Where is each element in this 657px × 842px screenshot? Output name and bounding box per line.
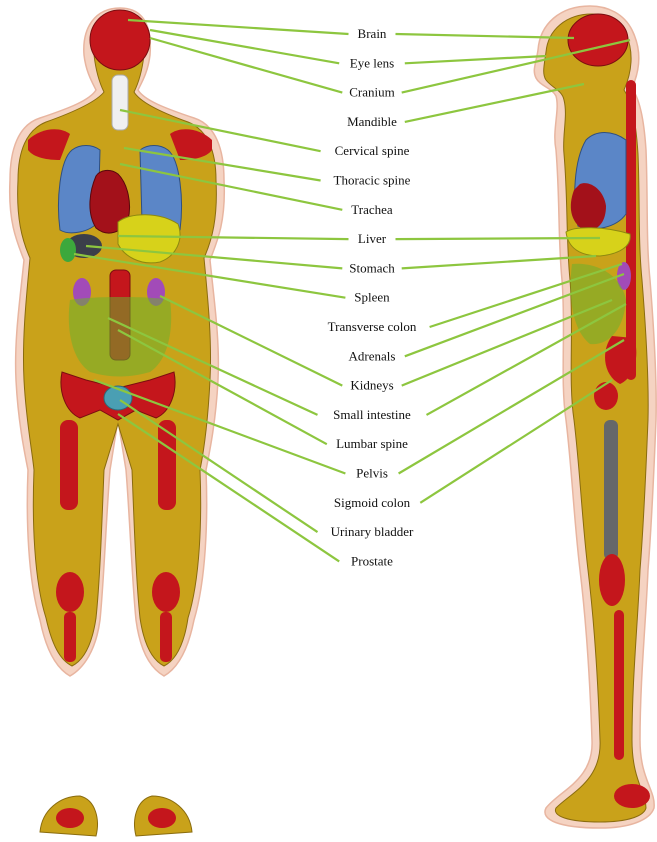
- side-spine: [626, 80, 636, 380]
- organ-label: Urinary bladder: [331, 524, 414, 539]
- organ-label: Pelvis: [356, 466, 388, 481]
- organ-label: Stomach: [349, 260, 395, 275]
- organ-label: Sigmoid colon: [334, 495, 411, 510]
- side-knee: [599, 554, 625, 606]
- front-intestine: [69, 297, 171, 377]
- organ-label: Mandible: [347, 114, 397, 129]
- organ-label: Trachea: [351, 202, 393, 217]
- organ-label: Adrenals: [349, 348, 396, 363]
- front-left-femur: [60, 420, 78, 510]
- leader-line-right: [396, 238, 601, 239]
- front-feet: [40, 796, 192, 836]
- organ-label: Spleen: [354, 290, 390, 305]
- organ-label: Prostate: [351, 553, 393, 568]
- front-left-foot-bone: [56, 808, 84, 828]
- side-femur: [604, 420, 618, 560]
- side-tibia: [614, 610, 624, 760]
- front-left-knee: [56, 572, 84, 612]
- front-spleen: [60, 238, 76, 262]
- organ-label: Transverse colon: [328, 319, 417, 334]
- front-brain: [90, 10, 150, 70]
- organ-label: Thoracic spine: [334, 173, 411, 188]
- front-right-knee: [152, 572, 180, 612]
- front-right-foot-bone: [148, 808, 176, 828]
- front-left-tibia: [64, 612, 76, 662]
- organ-label: Liver: [358, 231, 387, 246]
- organ-label: Eye lens: [350, 55, 394, 70]
- front-right-tibia: [160, 612, 172, 662]
- front-right-femur: [158, 420, 176, 510]
- leader-line-right: [405, 56, 546, 63]
- front-body: [10, 8, 225, 676]
- front-cervical: [112, 75, 128, 130]
- side-brain: [568, 14, 628, 66]
- side-heel: [614, 784, 650, 808]
- front-liver: [118, 215, 180, 263]
- organ-label: Cranium: [349, 85, 395, 100]
- organ-label: Small intestine: [333, 407, 411, 422]
- organ-label: Brain: [358, 26, 387, 41]
- side-bladder: [594, 382, 618, 410]
- organ-label: Lumbar spine: [336, 436, 408, 451]
- organ-label: Kidneys: [350, 378, 393, 393]
- organ-label: Cervical spine: [335, 143, 410, 158]
